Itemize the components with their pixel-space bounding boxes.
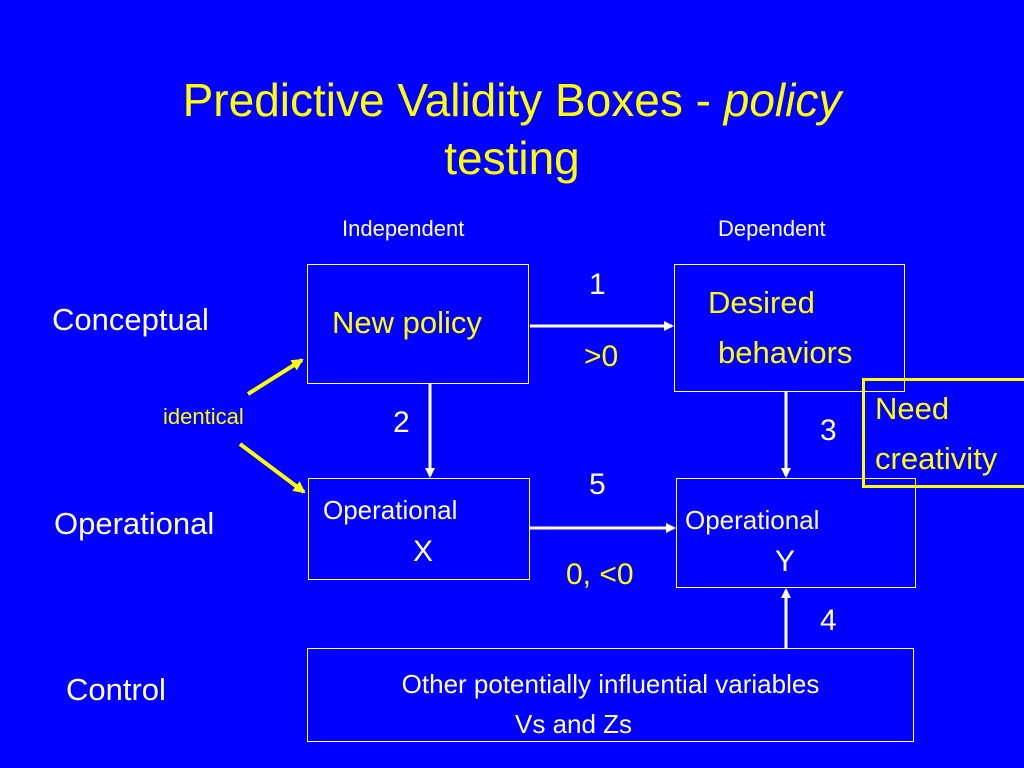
operational-y-label: Operational [685,505,820,535]
slide-title-line-2: testing [444,132,580,184]
x-variable-text: X [413,535,434,568]
new-policy-box: New policy [307,264,529,384]
title-italic-text: policy [723,74,842,126]
vs-zs-text: Vs and Zs [515,709,633,739]
behaviors-text: behaviors [718,335,853,370]
link-3-number: 3 [820,414,837,447]
link-5-number: 5 [589,468,606,501]
need-creativity-callout: Need creativity [862,378,1024,488]
link-1-value: >0 [584,340,619,373]
row-label-conceptual: Conceptual [52,302,209,337]
operational-y-box: Operational Y [676,478,916,588]
other-variables-box: Other potentially influential variables … [307,648,914,742]
new-policy-text: New policy [332,305,482,340]
other-variables-text: Other potentially influential variables [401,669,820,699]
y-variable-text: Y [775,545,796,578]
link-4-number: 4 [820,604,837,637]
slide-title-line-1: Predictive Validity Boxes - policy [0,72,1024,128]
identical-arrow-up [246,358,304,396]
link-1-number: 1 [589,268,606,301]
desired-text: Desired [708,285,815,320]
creativity-text: creativity [875,441,998,476]
row-label-operational: Operational [54,506,215,541]
operational-x-label: Operational [323,495,458,525]
identical-arrow-down [238,442,306,494]
column-header-independent: Independent [342,216,465,241]
link-5-value: 0, <0 [566,558,634,591]
operational-x-box: Operational X [308,478,530,580]
desired-behaviors-box: Desired behaviors [674,264,905,392]
title-text: Predictive Validity Boxes - [182,74,724,126]
link-2-number: 2 [393,406,410,439]
identical-label: identical [163,404,244,429]
row-label-control: Control [66,672,166,707]
need-text: Need [875,391,950,426]
column-header-dependent: Dependent [718,216,826,241]
